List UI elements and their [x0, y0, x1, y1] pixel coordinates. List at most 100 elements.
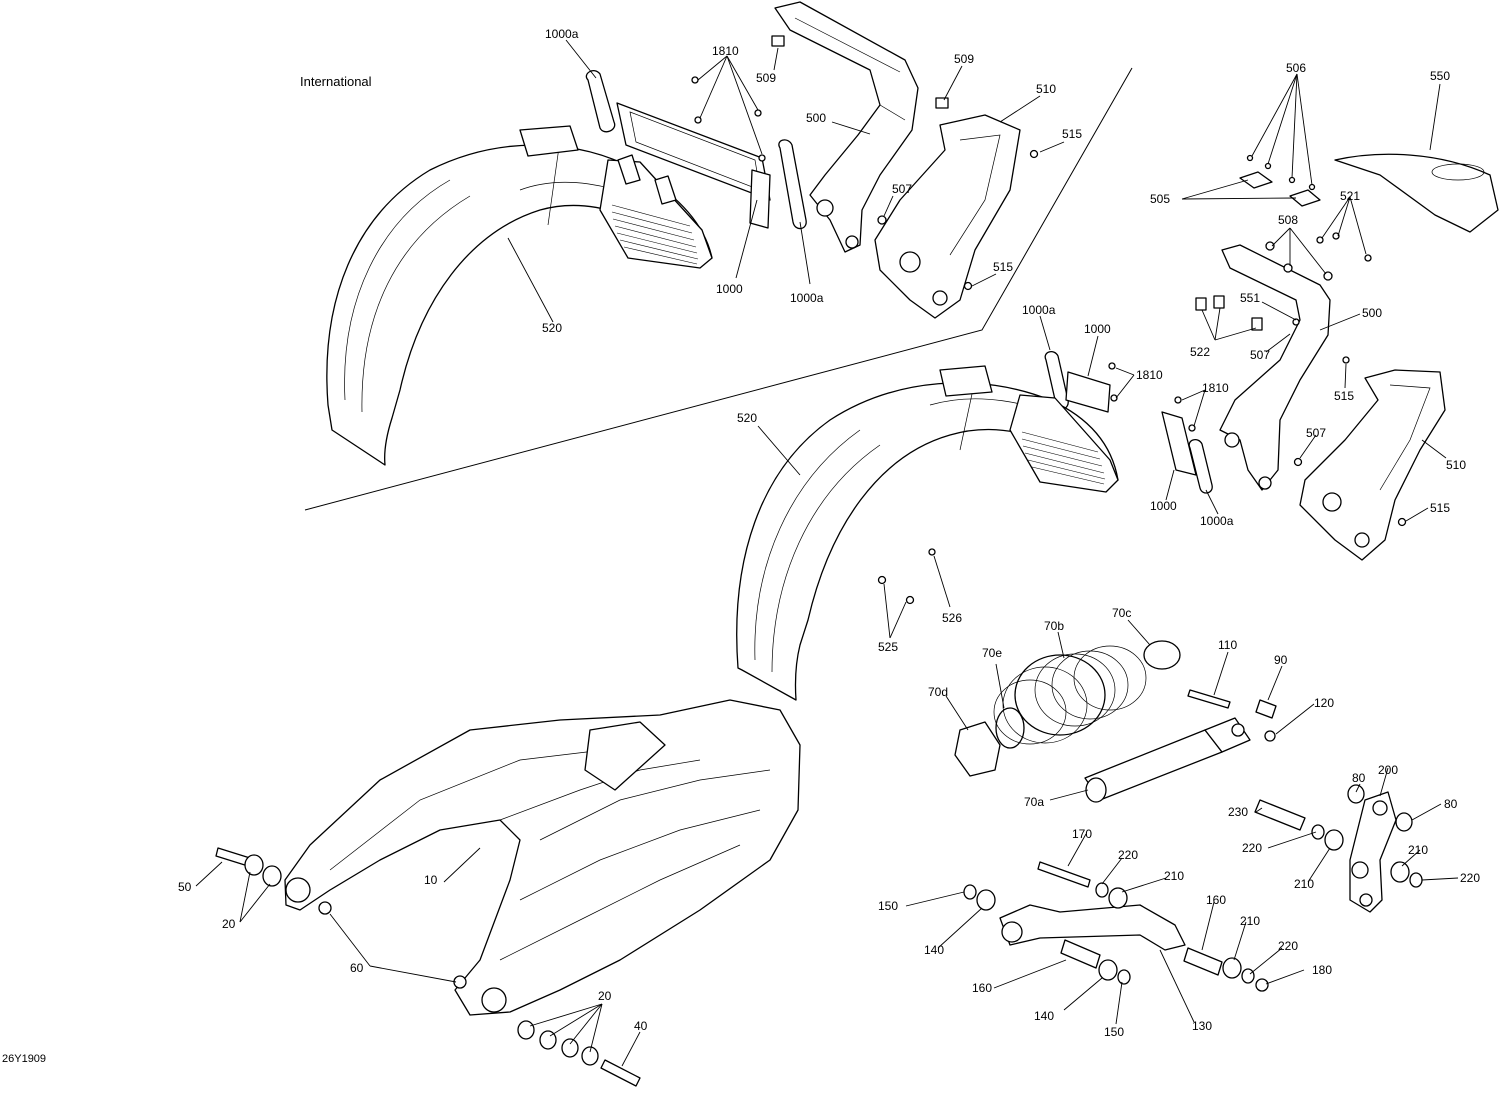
callout: 515	[993, 260, 1013, 274]
callout: 210	[1164, 869, 1184, 883]
callout: 1810	[712, 44, 739, 58]
callout: 520	[737, 411, 757, 425]
callout: 210	[1240, 914, 1260, 928]
callout: 80	[1352, 771, 1366, 785]
seal-1000a-top	[585, 70, 616, 133]
callout: 150	[1104, 1025, 1124, 1039]
rocker-200	[1349, 791, 1397, 913]
callout: 551	[1240, 291, 1260, 305]
link-arm-130	[999, 904, 1186, 951]
callout: 120	[1314, 696, 1334, 710]
callout: 500	[806, 111, 826, 125]
region-label: International	[300, 74, 372, 89]
callout: 510	[1036, 82, 1056, 96]
bushing-20-d	[539, 1030, 557, 1050]
clip-70c	[1143, 640, 1181, 670]
screw-1810-d	[758, 154, 766, 162]
callout: 20	[598, 989, 612, 1003]
callout: 510	[1446, 458, 1466, 472]
callout: 210	[1294, 877, 1314, 891]
callout: 70d	[928, 685, 948, 699]
rear-fender-main	[736, 365, 1119, 701]
screw-515-top	[1029, 149, 1039, 159]
callout: 80	[1444, 797, 1458, 811]
callout: 506	[1286, 61, 1306, 75]
spring-70b	[993, 645, 1147, 745]
callout: 150	[878, 899, 898, 913]
callout: 110	[1218, 638, 1237, 652]
callout: 220	[1242, 841, 1262, 855]
bushing-20-e	[561, 1038, 579, 1058]
callout: 520	[542, 321, 562, 335]
callout: 1000a	[790, 291, 824, 305]
nut-522-b	[1213, 295, 1225, 309]
bolt-40	[600, 1059, 641, 1087]
collar-70e	[995, 707, 1025, 749]
callout: 160	[1206, 893, 1226, 907]
callout: 507	[1250, 348, 1270, 362]
bolt-507-top	[877, 215, 887, 225]
callout: 507	[1306, 426, 1326, 440]
callout: 220	[1278, 939, 1298, 953]
callout: 515	[1062, 127, 1082, 141]
nut-509-right	[935, 97, 949, 109]
callout: 200	[1378, 763, 1398, 777]
callout: 526	[942, 611, 962, 625]
callout: 60	[350, 961, 364, 975]
callout: 170	[1072, 827, 1092, 841]
callout: 1810	[1136, 368, 1163, 382]
support-bracket-500-right	[1219, 244, 1331, 491]
section-divider-line	[304, 67, 1133, 511]
sleeve-160-b	[1060, 939, 1101, 969]
side-panel-510-top	[874, 114, 1021, 319]
bushing-90	[1255, 699, 1277, 719]
seal-1000a-lr	[1188, 438, 1213, 494]
screw-1810-b	[694, 116, 702, 124]
callout: 515	[1334, 389, 1354, 403]
gasket-1000-right	[749, 169, 771, 229]
callout: 509	[756, 71, 776, 85]
cover-550	[1334, 153, 1499, 233]
callout: 70b	[1044, 619, 1064, 633]
callout: 522	[1190, 345, 1210, 359]
bushing-80-b	[1395, 812, 1413, 832]
bolt-110	[1187, 689, 1231, 709]
screw-1810-a	[691, 76, 699, 84]
callout: 50	[178, 880, 192, 894]
nut-509-left	[771, 35, 785, 47]
gasket-1000-mr	[1065, 371, 1111, 413]
shaft-230	[1254, 799, 1306, 831]
callout: 130	[1192, 1019, 1212, 1033]
callout: 521	[1340, 189, 1360, 203]
callout: 507	[892, 182, 912, 196]
bushing-20-c	[517, 1020, 535, 1040]
leader-lines	[195, 39, 1459, 1067]
callout: 508	[1278, 213, 1298, 227]
callout: 20	[222, 917, 236, 931]
callout: 220	[1118, 848, 1138, 862]
sleeve-160-a	[1183, 947, 1223, 976]
gasket-1000-top	[616, 102, 771, 201]
callout: 1000a	[1022, 303, 1056, 317]
callout: 70a	[1024, 795, 1044, 809]
plate-505-b	[1289, 189, 1321, 207]
callout: 1000a	[1200, 514, 1234, 528]
callout: 210	[1408, 843, 1428, 857]
callout: 160	[972, 981, 992, 995]
callout: 509	[954, 52, 974, 66]
callout: 1000	[716, 282, 743, 296]
callout: 515	[1430, 501, 1450, 515]
swing-arm-10	[284, 699, 801, 1016]
nut-70d	[954, 721, 1001, 777]
bushing-20-b	[262, 865, 282, 887]
callout-labels: 1000a 1810 509 509 500 510 515 507 515 1…	[178, 27, 1480, 1039]
callout: 180	[1312, 963, 1332, 977]
callout: 500	[1362, 306, 1382, 320]
screw-515-lower	[963, 281, 973, 291]
support-bracket-500-top	[774, 1, 919, 253]
callout: 230	[1228, 805, 1248, 819]
shock-body-70a	[1084, 717, 1251, 803]
callout: 525	[878, 640, 898, 654]
callout: 550	[1430, 69, 1450, 83]
